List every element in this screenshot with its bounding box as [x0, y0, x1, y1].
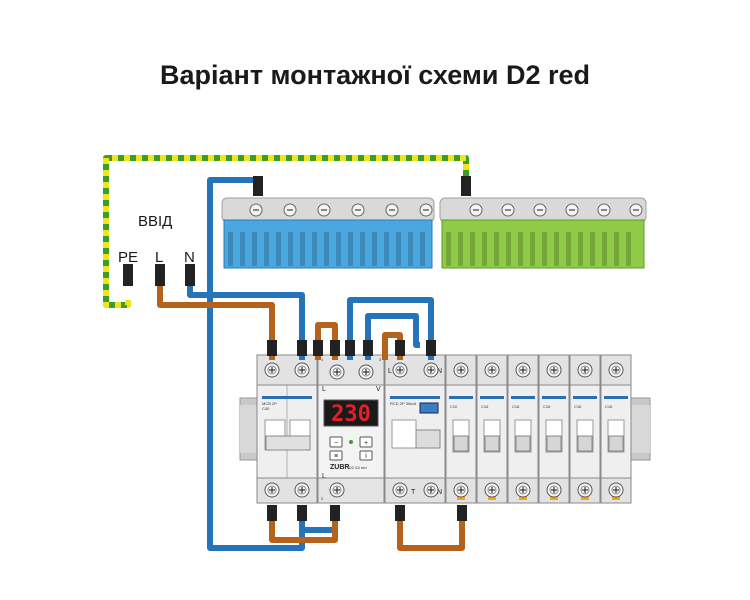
- neutral-wire-tips: [185, 176, 436, 521]
- rcd-test-label: T: [411, 489, 416, 496]
- earth-wire: [103, 155, 471, 308]
- rcd[interactable]: RCD 2P 30mA L N N T: [384, 354, 446, 504]
- input-pe-label: PE: [118, 249, 138, 266]
- bus-rib: [336, 232, 341, 266]
- breaker-rating: C16: [512, 404, 520, 409]
- earth-bus-bar: [439, 197, 647, 269]
- relay-info-button[interactable]: [359, 450, 373, 461]
- bus-rib: [348, 232, 353, 266]
- group-breaker[interactable]: C16: [600, 354, 632, 504]
- relay-menu-button[interactable]: [329, 450, 343, 461]
- breaker-indicator: [488, 496, 496, 500]
- bus-rib: [602, 232, 607, 266]
- bus-rib: [240, 232, 245, 266]
- rcd-test-window: [419, 402, 439, 414]
- phase-wire-tips: [155, 264, 467, 521]
- relay-minus-button[interactable]: [329, 436, 343, 448]
- breaker-rating: C16: [605, 404, 613, 409]
- breaker-indicator: [581, 496, 589, 500]
- bus-rib: [288, 232, 293, 266]
- relay-brand: ZUBR: [330, 464, 349, 471]
- bus-rib: [408, 232, 413, 266]
- group-breaker[interactable]: C16: [569, 354, 601, 504]
- voltage-relay[interactable]: 230 − + ≡ i ZUBR D2 63 red L V 1 3 L 2: [317, 354, 385, 504]
- bus-rib: [372, 232, 377, 266]
- rcd-terminal-l: L: [388, 368, 392, 375]
- bus-rib: [312, 232, 317, 266]
- relay-model: D2 63 red: [349, 465, 367, 470]
- bus-rib: [324, 232, 329, 266]
- relay-pin-3: 3: [379, 357, 382, 362]
- input-n-label: N: [184, 249, 195, 266]
- bus-rib: [420, 232, 425, 266]
- bus-rib: [446, 232, 451, 266]
- group-breaker[interactable]: C16: [507, 354, 539, 504]
- rcd-terminal-n-top: N: [437, 368, 442, 375]
- input-label: ВВІД: [138, 213, 172, 230]
- bus-rib: [276, 232, 281, 266]
- relay-display: [323, 399, 379, 427]
- breaker-rating: C16: [543, 404, 551, 409]
- group-breaker[interactable]: C16: [538, 354, 570, 504]
- breaker-indicator: [519, 496, 527, 500]
- bus-rib: [228, 232, 233, 266]
- bus-rib: [300, 232, 305, 266]
- bus-rib: [482, 232, 487, 266]
- relay-led: [349, 440, 353, 444]
- relay-display-value: 230: [331, 402, 371, 427]
- relay-pin-1: 1: [321, 357, 324, 362]
- bus-rib: [384, 232, 389, 266]
- svg-text:C40: C40: [262, 406, 270, 411]
- relay-terminal-l-bottom: L: [322, 473, 326, 480]
- bus-rib: [566, 232, 571, 266]
- breaker-indicator: [550, 496, 558, 500]
- main-breaker[interactable]: MCB 2P C40: [256, 354, 318, 504]
- bus-rib: [530, 232, 535, 266]
- bus-rib: [396, 232, 401, 266]
- terminal-screws: [264, 362, 624, 498]
- bus-rib: [578, 232, 583, 266]
- svg-text:MCB 2P: MCB 2P: [262, 401, 277, 406]
- group-breaker[interactable]: C16: [476, 354, 508, 504]
- neutral-bus-bar: [221, 197, 435, 269]
- relay-pin-2: 2: [321, 496, 324, 501]
- breaker-indicator: [612, 496, 620, 500]
- input-l-label: L: [155, 249, 163, 266]
- bus-rib: [470, 232, 475, 266]
- group-breakers: C10 C16 C16 C16 C16 C16: [445, 354, 632, 504]
- relay-plus-button[interactable]: [359, 436, 373, 448]
- bus-rib: [264, 232, 269, 266]
- bus-rib: [554, 232, 559, 266]
- bus-rib: [626, 232, 631, 266]
- relay-menu-label: ≡: [334, 453, 338, 460]
- relay-info-label: i: [365, 453, 367, 460]
- breaker-rating: C16: [574, 404, 582, 409]
- breaker-indicator: [457, 496, 465, 500]
- relay-minus-label: −: [334, 440, 338, 447]
- bus-rib: [590, 232, 595, 266]
- rcd-terminal-n-bottom: N: [437, 489, 442, 496]
- bus-rib: [506, 232, 511, 266]
- bus-rib: [458, 232, 463, 266]
- bus-rib: [614, 232, 619, 266]
- bus-rib: [360, 232, 365, 266]
- relay-terminal-v: V: [376, 386, 381, 393]
- bus-rib: [542, 232, 547, 266]
- bus-rib: [518, 232, 523, 266]
- bus-rib: [494, 232, 499, 266]
- page-title: Варіант монтажної схеми D2 red: [159, 60, 591, 90]
- bus-rib: [252, 232, 257, 266]
- relay-plus-label: +: [364, 440, 368, 447]
- svg-text:RCD 2P 30mA: RCD 2P 30mA: [390, 401, 416, 406]
- relay-terminal-l-top: L: [322, 386, 326, 393]
- breaker-rating: C16: [481, 404, 489, 409]
- breaker-rating: C10: [450, 404, 458, 409]
